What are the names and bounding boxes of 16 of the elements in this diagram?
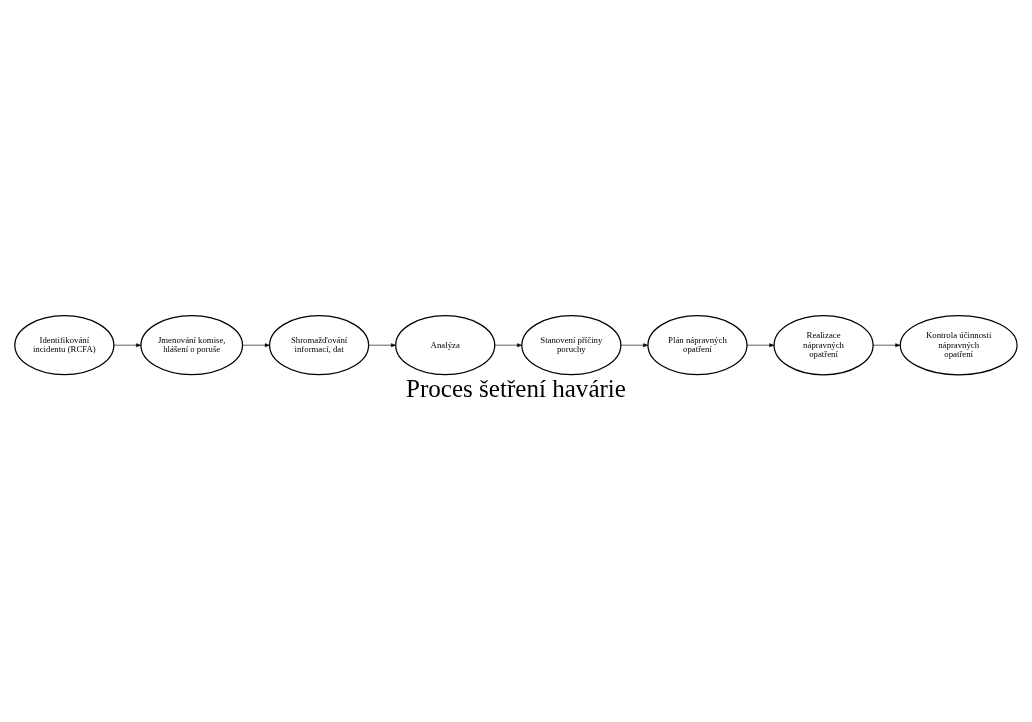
node-ellipse: Analýza	[395, 314, 496, 375]
arrow	[242, 342, 270, 347]
node-ellipse: Plán nápravných opatření	[647, 314, 748, 375]
arrow	[494, 342, 523, 347]
arrow	[113, 342, 142, 347]
node-ellipse: Shromažďování informací, dat	[268, 314, 370, 375]
diagram-title: Proces šetření havárie	[406, 374, 626, 402]
node-ellipse: Realizace nápravných opatření	[773, 314, 874, 375]
node-ellipse: Kontrola účinnosti nápravných opatření	[899, 314, 1018, 375]
node-ellipse: Identifikování incidentu (RCFA)	[14, 314, 115, 375]
arrow	[872, 342, 901, 347]
arrow	[368, 342, 396, 347]
arrow	[746, 342, 775, 347]
node-ellipse: Jmenování komise, hlášení o poruše	[140, 314, 244, 375]
node-ellipse: Stanovení příčiny poruchy	[521, 314, 622, 375]
arrow	[620, 342, 649, 347]
